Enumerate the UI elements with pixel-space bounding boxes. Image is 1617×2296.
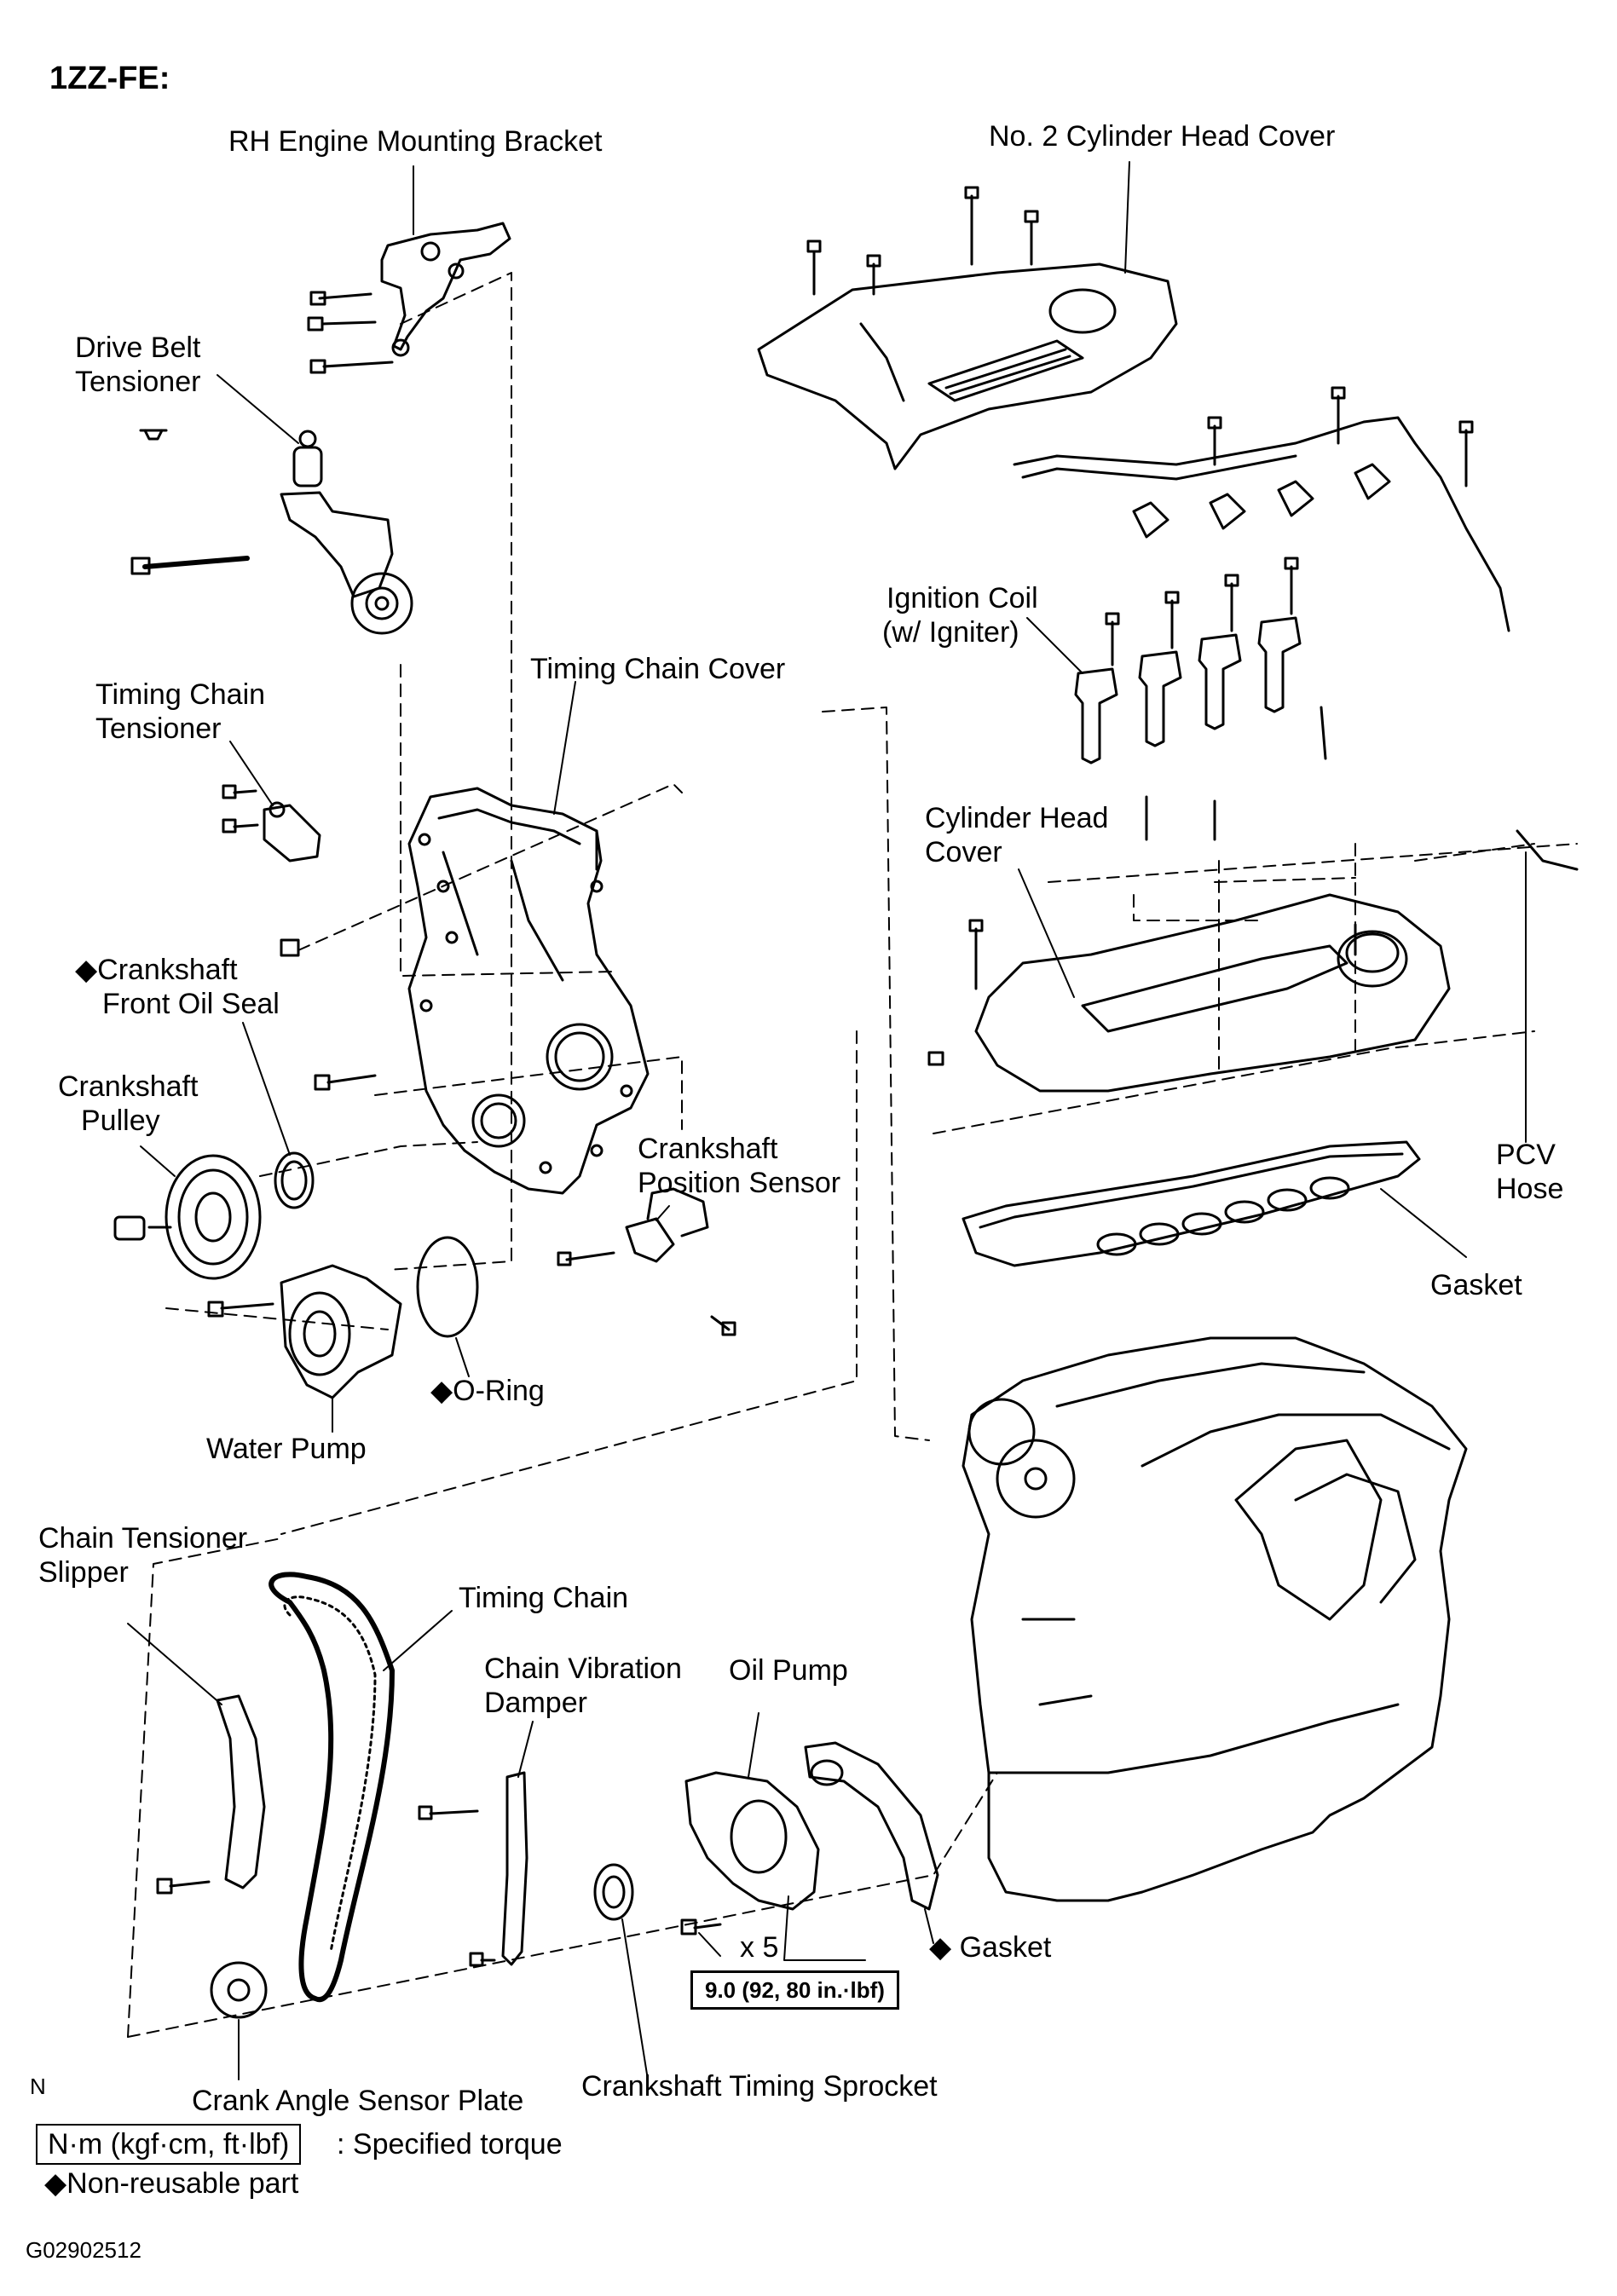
label-timing-chain-tensioner-line2: Tensioner: [95, 712, 222, 745]
label-pcv-hose-line1: PCV: [1496, 1139, 1556, 1171]
label-timing-chain: Timing Chain: [459, 1582, 629, 1614]
drive-belt-tensioner: [130, 429, 413, 635]
label-crankshaft-front-oil-seal-line1: ◆Crankshaft: [75, 954, 238, 986]
torque-spec-box: 9.0 (92, 80 in.·lbf): [690, 1970, 899, 2010]
label-timing-chain-cover: Timing Chain Cover: [530, 653, 786, 685]
crankshaft-pulley: [113, 1151, 315, 1280]
label-chain-tensioner-slipper-line1: Chain Tensioner: [38, 1522, 248, 1555]
crankshaft-timing-sprocket: [593, 1863, 634, 1921]
label-crankshaft-position-sensor-line2: Position Sensor: [638, 1167, 841, 1199]
timing-chain-cover: [280, 787, 650, 1195]
wire-harness: [1013, 386, 1510, 632]
timing-chain: [269, 1572, 395, 2003]
label-chain-tensioner-slipper-line2: Slipper: [38, 1556, 129, 1589]
label-ignition-coil-line1: Ignition Coil: [886, 582, 1038, 614]
water-pump: [207, 1236, 479, 1399]
label-crankshaft-position-sensor-line1: Crankshaft: [638, 1133, 778, 1165]
label-n-marker: N: [30, 2074, 46, 2099]
label-crankshaft-pulley-line2: Pulley: [81, 1105, 160, 1137]
label-no2-cylinder-head-cover: No. 2 Cylinder Head Cover: [989, 120, 1336, 153]
legend-torque-unit: N·m (kgf·cm, ft·lbf): [36, 2124, 302, 2165]
legend-torque-desc: : Specified torque: [337, 2128, 563, 2160]
oil-pump-gasket: [804, 1741, 939, 1911]
label-cylinder-head-cover-line2: Cover: [925, 836, 1002, 868]
label-drive-belt-tensioner-line2: Tensioner: [75, 366, 201, 398]
no2-cylinder-head-cover: [757, 186, 1178, 470]
label-timing-chain-tensioner-line1: Timing Chain: [95, 678, 266, 711]
label-o-ring: ◆O-Ring: [430, 1375, 545, 1407]
engine-block: [962, 1336, 1468, 1902]
label-crankshaft-timing-sprocket: Crankshaft Timing Sprocket: [581, 2070, 938, 2103]
legend-non-reusable: ◆Non-reusable part: [44, 2167, 299, 2200]
rh-engine-mounting-bracket: [307, 222, 511, 374]
leader-lines: [127, 161, 1527, 2080]
crank-angle-sensor-plate: [210, 1961, 268, 2019]
label-pcv-hose-line2: Hose: [1496, 1173, 1564, 1205]
diagram-title: 1ZZ-FE:: [49, 61, 170, 96]
label-chain-vibration-damper-line1: Chain Vibration: [484, 1653, 682, 1685]
label-ignition-coil-line2: (w/ Igniter): [882, 616, 1019, 649]
label-rh-engine-mounting-bracket: RH Engine Mounting Bracket: [228, 125, 603, 158]
figure-code: G02902512: [26, 2237, 141, 2263]
cylinder-head-cover-gasket: [962, 1140, 1421, 1267]
label-crank-angle-sensor-plate: Crank Angle Sensor Plate: [192, 2085, 524, 2117]
label-crankshaft-pulley-line1: Crankshaft: [58, 1070, 199, 1103]
label-water-pump: Water Pump: [206, 1433, 367, 1465]
cylinder-head-cover: [927, 829, 1579, 1093]
label-quantity: x 5: [740, 1931, 779, 1964]
chain-vibration-damper: [418, 1771, 528, 1967]
chain-tensioner-slipper: [156, 1694, 266, 1895]
label-drive-belt-tensioner-line1: Drive Belt: [75, 332, 201, 364]
label-crankshaft-front-oil-seal-line2: Front Oil Seal: [102, 988, 280, 1020]
label-cylinder-head-cover-line1: Cylinder Head: [925, 802, 1109, 834]
label-chain-vibration-damper-line2: Damper: [484, 1687, 587, 1719]
label-gasket-oil-pump: ◆ Gasket: [929, 1931, 1052, 1964]
oil-pump: [680, 1771, 820, 1935]
ignition-coils: [1074, 557, 1327, 841]
crankshaft-position-sensor: [557, 1187, 736, 1336]
label-gasket-head: Gasket: [1430, 1269, 1522, 1301]
timing-chain-tensioner: [222, 784, 321, 862]
label-oil-pump: Oil Pump: [729, 1654, 848, 1687]
